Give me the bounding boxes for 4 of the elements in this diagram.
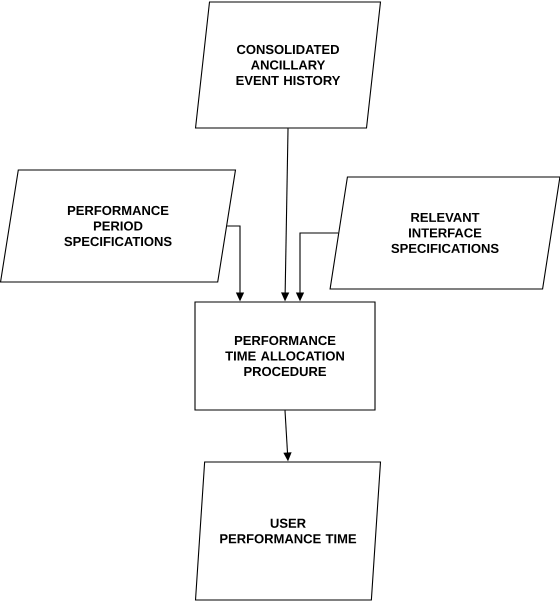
parallelogram-box: USER PERFORMANCE TIME — [194, 461, 382, 601]
parallelogram-box: CONSOLIDATED ANCILLARY EVENT HISTORY — [194, 1, 382, 129]
parallelogram-box: PERFORMANCE PERIOD SPECIFICATIONS — [0, 169, 236, 283]
process-box: PERFORMANCE TIME ALLOCATION PROCEDURE — [194, 301, 376, 411]
